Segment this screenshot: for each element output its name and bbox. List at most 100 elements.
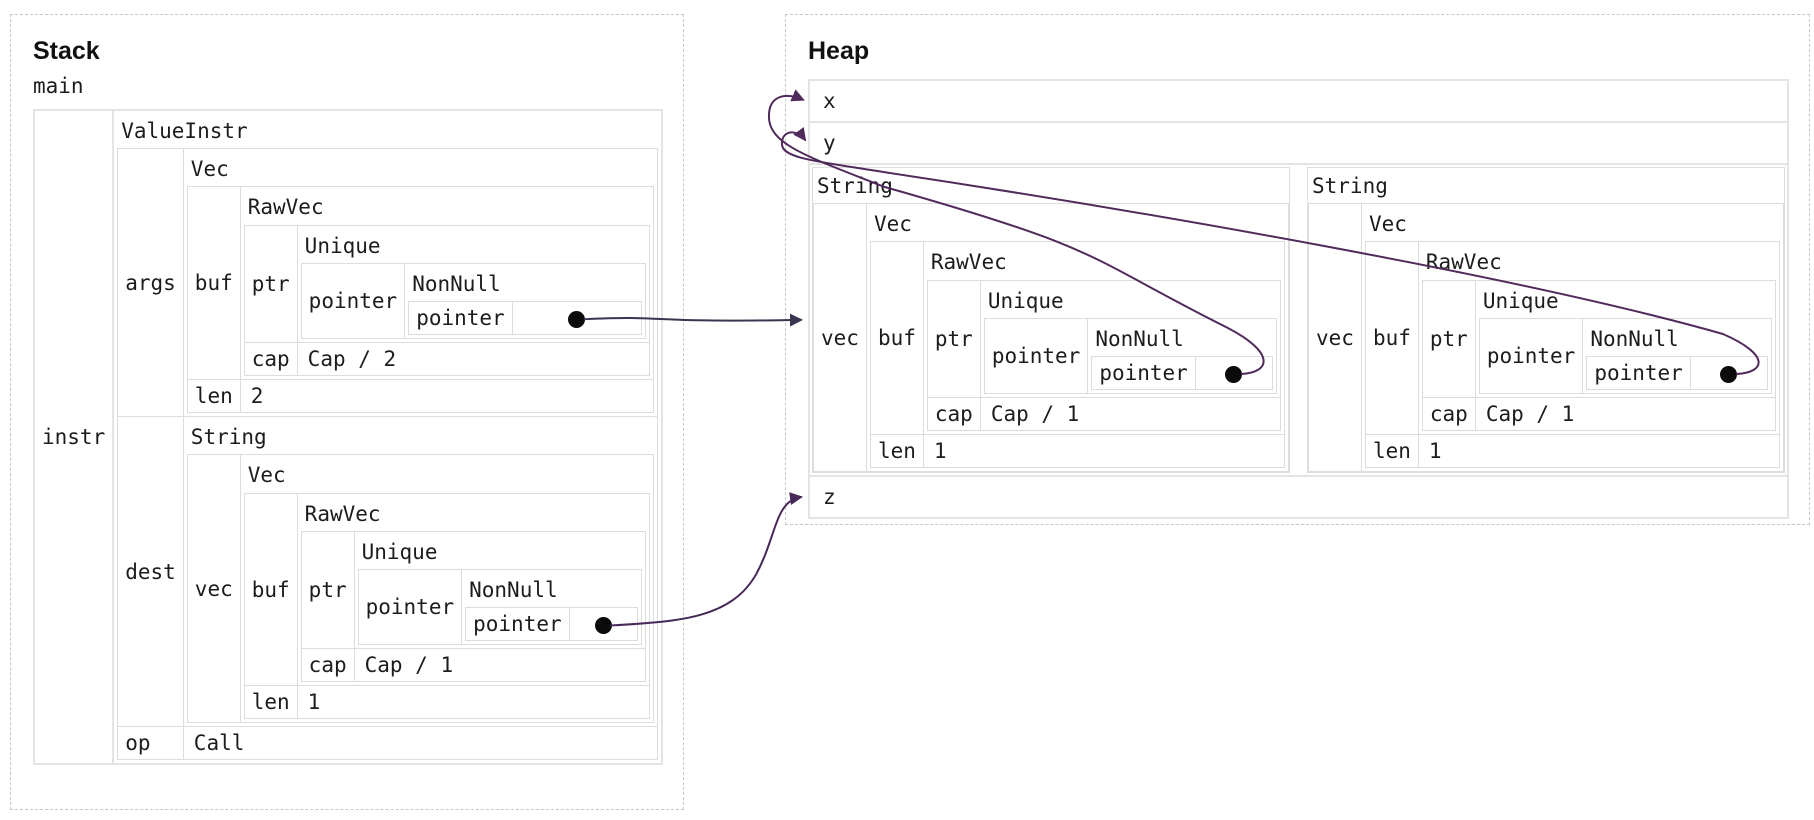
field-name-args: args [117,148,184,418]
field-name-buf: buf [869,241,924,435]
field-row: len 2 [186,379,655,414]
field-name-pointer: pointer [1586,356,1691,390]
struct-name: NonNull [1590,326,1679,351]
field-value-pointer [1689,356,1769,390]
field-value-pointer: NonNull pointer [1582,317,1772,395]
field-value-pointer [568,607,639,642]
fields-table: pointer [1586,356,1769,390]
field-name-ptr: ptr [926,279,981,398]
field-name-len: len [186,379,241,414]
value-text: 2 [250,384,264,409]
field-name-buf: buf [243,492,298,687]
value-text: 1 [933,439,947,463]
field-value-pointer: NonNull pointer [404,262,646,340]
struct-name: NonNull [469,578,558,603]
struct-nonnull: NonNull pointer [408,266,643,336]
field-name-pointer: pointer [408,301,513,336]
heap-row: z [808,475,1789,519]
struct-name: Unique [987,288,1064,313]
pointer-dot [594,616,612,634]
field-value-cap: Cap / 2 [296,342,651,377]
struct-name: Vec [190,157,229,182]
heap-title: Heap [808,37,870,65]
field-value-op: Call [182,726,659,761]
heap-row-z: z [808,475,1789,519]
field-value-len: 1 [1417,434,1781,468]
field-name-cap: cap [300,648,355,683]
struct-name: NonNull [412,271,501,296]
value-text: Call [193,731,245,756]
field-name-len: len [1364,434,1419,468]
field-row: op Call [117,726,659,761]
field-value-cap: Cap / 1 [1474,397,1777,431]
pointer-dot [1225,365,1243,383]
field-name-vec: vec [186,454,241,724]
field-value-pointer [1194,356,1274,390]
struct-name: Vec [247,463,286,488]
field-name-pointer: pointer [983,317,1089,395]
value-text: Cap / 1 [990,402,1080,426]
field-name-op: op [117,726,184,761]
value-text: 1 [1428,439,1442,463]
field-row: pointer [1091,356,1274,390]
struct-nonnull: NonNull pointer [465,572,639,642]
struct-name: RawVec [304,501,381,526]
field-row: len 1 [1364,434,1781,468]
stack-title: Stack [33,37,100,65]
value-text: Cap / 1 [364,653,454,678]
struct-name: String [190,425,267,450]
field-name-cap: cap [243,342,298,377]
heap-row-x: x [808,78,1789,123]
field-row: pointer [465,607,639,642]
field-name-pointer: pointer [1091,356,1196,390]
field-name-pointer: pointer [357,569,463,646]
field-name-buf: buf [186,186,241,381]
pointer-dot [568,310,586,328]
value-text: 1 [307,690,321,715]
